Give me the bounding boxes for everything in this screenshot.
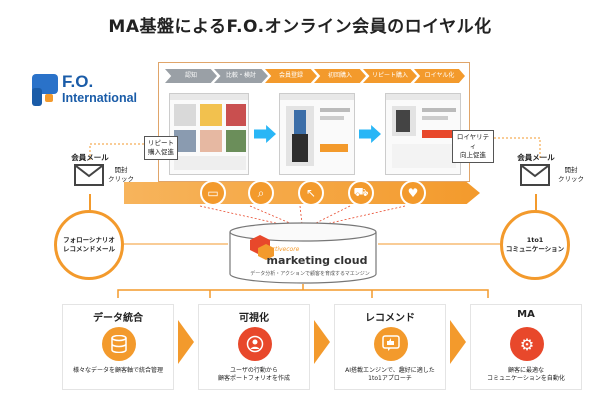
database-icon — [102, 327, 136, 361]
platform-brand-small: activecore — [268, 246, 300, 253]
callout-loyalty-line2: 向上促進 — [460, 151, 486, 159]
circle-left-line1: フォローシナリオ — [63, 236, 115, 244]
step-awareness: 認知 — [165, 69, 217, 83]
customer-journey-panel: 認知 比較・検討 会員登録 初回購入 リピート購入 ロイヤル化 — [158, 62, 470, 182]
arrow-right-icon — [254, 125, 276, 143]
step-registration: 会員登録 — [265, 69, 317, 83]
mail-click-right-line2: クリック — [558, 175, 584, 183]
step-loyalty: ロイヤル化 — [414, 69, 465, 83]
site-screenshot-detail — [279, 93, 355, 175]
search-icon: ⌕ — [248, 180, 274, 206]
circle-left-line2: レコメンドメール — [63, 245, 115, 253]
card-title: MA — [517, 309, 535, 320]
card-recommend: レコメンド AI搭載エンジンで、趣好に適した 1to1アプローチ — [334, 304, 446, 390]
callout-repeat-line1: リピート — [148, 139, 174, 147]
mail-label-right: 会員メール — [517, 153, 555, 162]
user-chart-icon — [238, 327, 272, 361]
card-desc-line: 様々なデータを顧客軸で統合管理 — [72, 367, 163, 374]
like-icon — [374, 327, 408, 361]
card-desc-line: コミュニケーションを自動化 — [487, 375, 565, 382]
card-desc-line: AI搭載エンジンで、趣好に適した — [345, 367, 435, 374]
journey-steps: 認知 比較・検討 会員登録 初回購入 リピート購入 ロイヤル化 — [165, 69, 465, 83]
mail-envelope-icon — [520, 164, 550, 186]
card-data-integration: データ統合 様々なデータを顧客軸で統合管理 — [62, 304, 174, 390]
circle-right-line1: 1to1 — [526, 236, 544, 244]
card-visualization: 可視化 ユーザの行動から 顧客ポートフォリオを作成 — [198, 304, 310, 390]
card-desc-line: ユーザの行動から — [230, 367, 278, 374]
step-repeat-purchase: リピート購入 — [363, 69, 417, 83]
step-consideration: 比較・検討 — [214, 69, 268, 83]
like-icon: ♥ — [400, 180, 426, 206]
card-title: レコメンド — [365, 313, 415, 324]
callout-repeat-line2: 購入促進 — [148, 148, 174, 156]
arrow-right-icon — [359, 125, 381, 143]
card-desc: AI搭載エンジンで、趣好に適した 1to1アプローチ — [335, 367, 445, 383]
gear-icon: ⚙ — [510, 327, 544, 361]
callout-loyalty: ロイヤリティ 向上促進 — [452, 130, 494, 163]
card-desc-line: 顧客ポートフォリオを作成 — [217, 375, 290, 382]
card-desc: 顧客に最適な コミュニケーションを自動化 — [471, 367, 581, 383]
platform-database — [229, 222, 377, 284]
card-desc: ユーザの行動から 顧客ポートフォリオを作成 — [199, 367, 309, 383]
logo-name: F.O. — [62, 72, 94, 91]
circle-right-line2: コミュニケーション — [505, 245, 565, 253]
card-desc-line: 顧客に最適な — [507, 367, 544, 374]
mail-click-left-line1: 開封 — [114, 166, 128, 174]
circle-1to1: 1to1 コミュニケーション — [500, 210, 570, 280]
mail-envelope-icon — [74, 164, 104, 186]
platform-tagline: データ分析・アクションで顧客を育成するマエンジン — [250, 271, 370, 277]
laptop-icon: ▭ — [200, 180, 226, 206]
platform-brand: marketing cloud — [266, 254, 368, 267]
mail-click-right: 開封 クリック — [556, 166, 586, 184]
page-title: MA基盤によるF.O.オンライン会員のロイヤル化 — [108, 17, 492, 37]
mail-click-left-line2: クリック — [108, 175, 134, 183]
mail-click-left: 開封 クリック — [106, 166, 136, 184]
card-ma: MA ⚙ 顧客に最適な コミュニケーションを自動化 — [470, 304, 582, 390]
circle-follow-scenario: フォローシナリオ レコメンドメール — [54, 210, 124, 280]
logo-subname: International — [62, 91, 138, 105]
card-title: データ統合 — [93, 313, 143, 324]
logo-mark-icon — [32, 74, 58, 106]
card-title: 可視化 — [239, 313, 269, 324]
step-first-purchase: 初回購入 — [314, 69, 366, 83]
site-screenshot-cart — [385, 93, 461, 175]
card-desc-line: 1to1アプローチ — [368, 375, 412, 382]
mouse-click-icon: ↖ — [298, 180, 324, 206]
shopping-cart-icon: ⛟ — [348, 180, 374, 206]
company-logo: F.O. International — [32, 72, 152, 112]
site-screenshot-products — [169, 93, 249, 175]
callout-repeat: リピート 購入促進 — [144, 136, 178, 160]
mail-label-left: 会員メール — [71, 153, 109, 162]
card-desc: 様々なデータを顧客軸で統合管理 — [63, 367, 173, 375]
mail-click-right-line1: 開封 — [564, 166, 578, 174]
callout-loyalty-line1: ロイヤリティ — [456, 133, 490, 150]
